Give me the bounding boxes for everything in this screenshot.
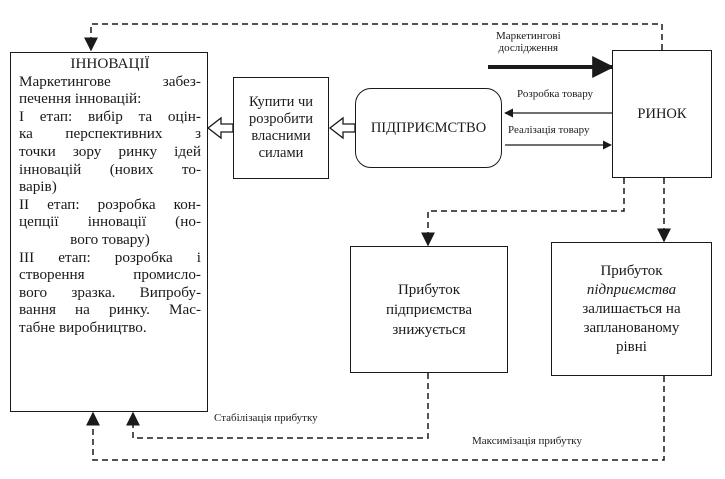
buy-line: силами: [258, 145, 304, 161]
innovations-line: вання на ринку. Мас-: [19, 301, 201, 319]
dashed-maximization-loop: [86, 376, 665, 461]
innovations-line: інновацій (нових то-: [19, 160, 201, 178]
profit-decrease-box: Прибуток підприємства знижується: [350, 246, 508, 373]
market-box: РИНОК: [612, 50, 712, 178]
innovations-box: ІННОВАЦІЇ Маркетингове забез- печення ін…: [10, 52, 208, 412]
product-sales-label: Реалізація товару: [508, 124, 590, 136]
profit-keep-box: Прибуток підприємства залишається на зап…: [551, 242, 712, 376]
market-label: РИНОК: [637, 105, 687, 122]
innovations-line: створення промисло-: [19, 266, 201, 284]
buy-line: розробити: [249, 111, 313, 127]
buy-line: власними: [251, 128, 311, 144]
innovations-title: ІННОВАЦІЇ: [70, 55, 150, 72]
profit-keep-line: рівні: [616, 338, 647, 355]
enterprise-label: ПІДПРИЄМСТВО: [370, 119, 487, 136]
dashed-stabilization-loop: [126, 373, 429, 439]
innovations-line: ІІІ етап: розробка і: [19, 248, 201, 266]
marketing-research-label: Маркетингові дослідження: [496, 30, 561, 54]
profit-keep-line: залишається на: [582, 300, 681, 317]
dashed-market-to-profit-decrease: [421, 178, 625, 247]
marketing-research-line: дослідження: [498, 42, 559, 54]
buy-line: Купити чи: [248, 94, 314, 110]
profit-keep-line: Прибуток: [600, 262, 663, 279]
buy-or-develop-box: Купити чи розробити власними силами: [233, 77, 329, 179]
profit-decrease-line: Прибуток: [397, 281, 461, 298]
innovations-line: ка перспективних з: [19, 125, 201, 143]
profit-keep-line: запланованому: [583, 319, 680, 336]
innovations-line: табне виробництво.: [19, 318, 147, 336]
innovations-line: вого зразка. Випробу-: [19, 283, 201, 301]
marketing-research-line: Маркетингові: [496, 30, 561, 42]
enterprise-box: ПІДПРИЄМСТВО: [355, 88, 502, 168]
profit-decrease-line: підприємства: [385, 301, 473, 318]
profit-maximization-label: Максимізація прибутку: [472, 435, 582, 447]
product-development-label: Розробка товару: [517, 88, 594, 100]
hollow-arrow-buy-to-innovations: [206, 116, 234, 140]
innovations-line: І етап: вибір та оцін-: [19, 107, 201, 125]
innovations-line: ІІ етап: розробка кон-: [19, 195, 201, 213]
profit-keep-line: підприємства: [586, 281, 677, 298]
profit-decrease-line: знижується: [392, 321, 466, 338]
innovations-line: вого товару): [70, 230, 150, 248]
innovations-line: точки зору ринку ідей: [19, 142, 201, 160]
hollow-arrow-enterprise-to-buy: [328, 116, 356, 140]
innovations-line: цепції інновації (но-: [19, 213, 201, 231]
innovations-line: Маркетингове забез-: [19, 72, 201, 90]
innovations-line: печення інновацій:: [19, 90, 142, 108]
dashed-market-to-innovations: [84, 23, 663, 52]
innovations-line: варів): [19, 178, 57, 196]
profit-stabilization-label: Стабілізація прибутку: [214, 412, 318, 424]
